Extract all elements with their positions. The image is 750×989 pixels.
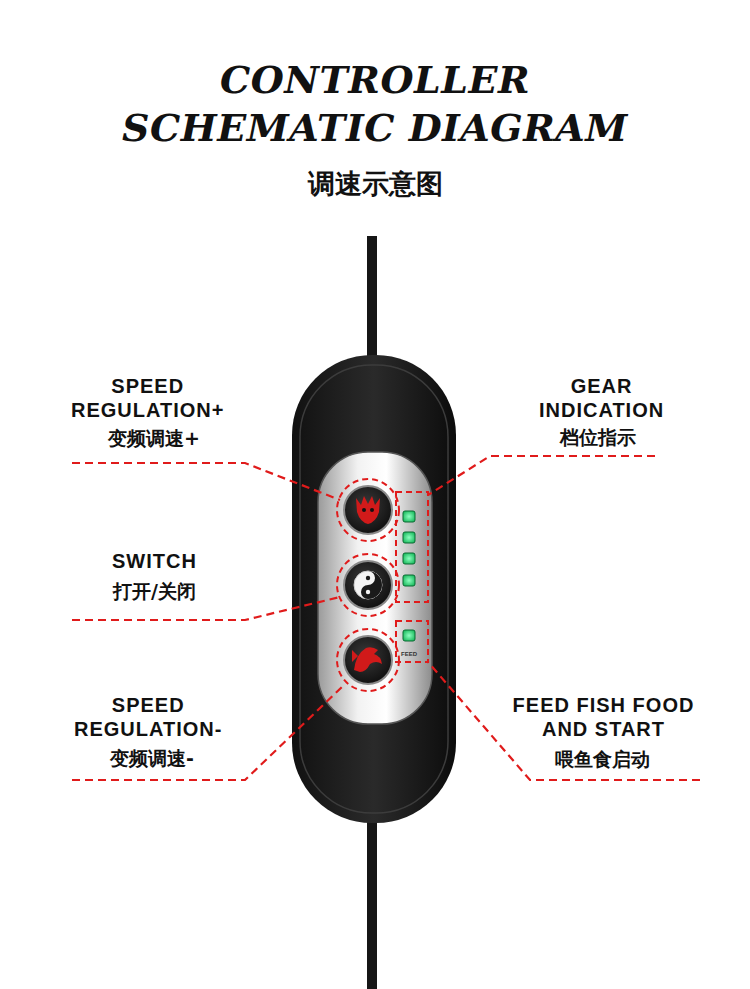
callout-label-zh: 喂鱼食启动 (555, 746, 650, 772)
highlight-rect (396, 492, 428, 602)
callout-label-zh: 档位指示 (560, 424, 636, 450)
cable (367, 810, 377, 989)
callout-label: SPEED REGULATION+ (71, 374, 224, 422)
highlight-circle (337, 629, 399, 691)
switch-button (344, 561, 392, 609)
controller-housing (292, 355, 456, 823)
plus-button-icon (370, 508, 374, 512)
housing-edge (300, 365, 448, 813)
yin-yang-icon (366, 590, 370, 594)
subtitle: 调速示意图 (308, 166, 443, 202)
gear-led (403, 553, 415, 564)
callout-label: SPEED REGULATION- (74, 693, 222, 741)
gear-led (403, 532, 415, 543)
minus-button (344, 636, 392, 684)
yin-yang-icon (354, 571, 382, 599)
highlight-circle (337, 554, 399, 616)
panel-label: FEED (401, 651, 417, 658)
callout-label-zh: 打开/关闭 (113, 578, 196, 604)
yin-yang-icon (361, 571, 382, 599)
highlight-circle (337, 479, 399, 541)
callout-label: SWITCH (112, 549, 197, 573)
callout-label: GEAR INDICATION (539, 374, 664, 422)
gear-led (403, 575, 415, 586)
leader-line (428, 456, 655, 495)
diagram-title: CONTROLLER SCHEMATIC DIAGRAM (95, 56, 655, 152)
leader-line (72, 597, 340, 620)
minus-button-icon (354, 647, 382, 672)
yin-yang-icon (366, 576, 370, 580)
plus-button-icon (362, 508, 366, 512)
highlight-marks (337, 479, 428, 691)
plus-button-icon (356, 496, 380, 524)
callout-label-zh: 变频调速+ (108, 425, 200, 451)
plus-button (344, 486, 392, 534)
callout-label-zh: 变频调速- (110, 745, 194, 771)
highlight-rect (396, 621, 428, 662)
feed-led (403, 630, 415, 641)
leader-line (72, 463, 340, 500)
gear-led (403, 511, 415, 522)
leader-line (72, 684, 345, 780)
callout-label: FEED FISH FOOD AND START (496, 693, 711, 741)
minus-button-icon (352, 650, 358, 662)
silver-panel (318, 452, 432, 724)
